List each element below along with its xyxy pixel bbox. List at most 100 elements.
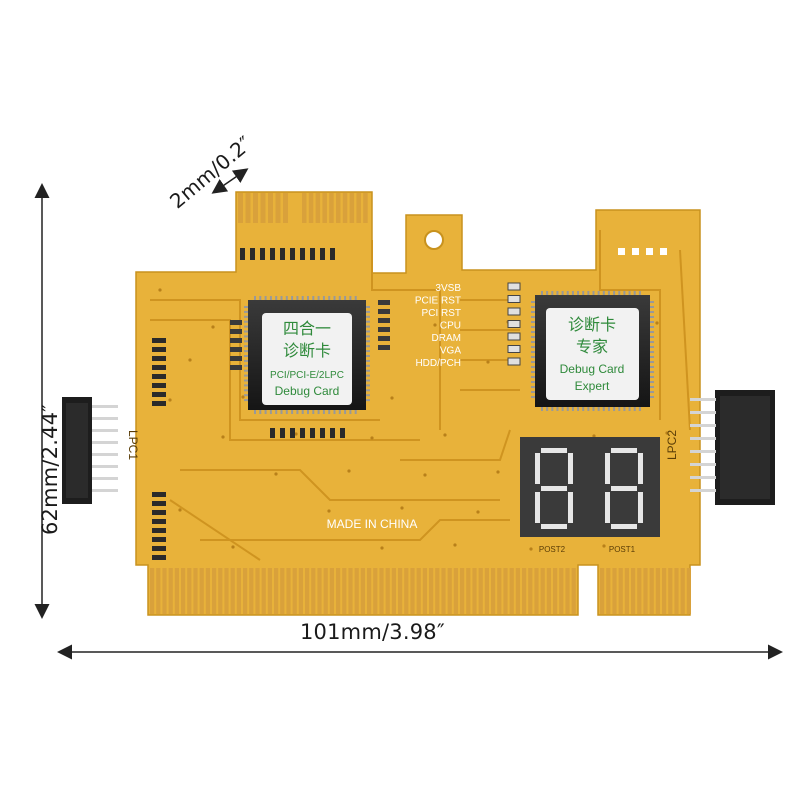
gold-finger: [283, 193, 288, 223]
gold-finger: [515, 568, 520, 614]
chip-2-line-4: Expert: [575, 379, 610, 393]
chip-pin: [366, 340, 370, 343]
gold-finger: [410, 568, 415, 614]
via: [390, 396, 394, 400]
gold-finger: [447, 568, 452, 614]
status-led: [507, 357, 521, 366]
resistor: [280, 248, 285, 260]
pad: [618, 248, 625, 255]
chip-pin: [244, 374, 248, 377]
status-led: [507, 320, 521, 328]
seven-seg-segment: [638, 453, 643, 484]
chip-pin: [366, 369, 370, 372]
gold-finger: [484, 568, 489, 614]
chip-pin: [366, 325, 370, 328]
chip-pin: [650, 391, 654, 393]
debug-chip-1: 四合一 诊断卡 PCI/PCI-E/2LPC Debug Card: [244, 296, 370, 414]
gold-finger: [618, 568, 623, 614]
gold-finger: [342, 193, 348, 223]
chip-pin: [366, 310, 370, 313]
gold-finger: [280, 568, 285, 614]
chip-pin: [366, 374, 370, 377]
capacitor: [378, 309, 390, 314]
header-pin: [690, 411, 716, 414]
resistor: [152, 528, 166, 533]
header-pin: [92, 429, 118, 432]
chip-pin: [366, 320, 370, 323]
status-label: PCIE RST: [415, 296, 461, 307]
chip-pin: [546, 291, 549, 295]
chip-pin: [531, 311, 535, 313]
via: [476, 510, 480, 514]
chip-pin: [366, 350, 370, 353]
resistor: [152, 338, 166, 343]
chip-pin: [650, 356, 654, 358]
gold-finger: [298, 568, 303, 614]
post-display-2: [520, 437, 590, 537]
chip-pin: [244, 359, 248, 362]
gold-finger: [509, 568, 514, 614]
chip-pin: [531, 376, 535, 378]
gold-finger: [565, 568, 570, 614]
chip-pin: [650, 366, 654, 368]
resistor: [300, 428, 305, 438]
resistor: [240, 248, 245, 260]
header-pin: [92, 441, 118, 444]
resistor: [152, 356, 166, 361]
gold-finger: [187, 568, 192, 614]
gold-finger: [356, 193, 361, 223]
chip-pin: [366, 315, 370, 318]
chip-pin: [285, 410, 288, 414]
chip-pin: [366, 345, 370, 348]
resistor: [152, 374, 166, 379]
chip-pin: [561, 407, 564, 411]
chip-pin: [650, 386, 654, 388]
via: [453, 543, 457, 547]
chip-pin: [551, 407, 554, 411]
chip-pin: [531, 326, 535, 328]
chip-2-line-2: 专家: [576, 337, 608, 356]
resistor: [152, 392, 166, 397]
pcie-gold-fingers: [238, 193, 368, 223]
via: [347, 469, 351, 473]
chip-pin: [650, 361, 654, 363]
pitch-dimension-line: [211, 168, 249, 194]
chip-pin: [650, 371, 654, 373]
chip-pin: [366, 389, 370, 392]
chip-pin: [602, 291, 605, 295]
seven-seg-segment: [568, 453, 573, 484]
gold-finger: [559, 568, 564, 614]
chip-pin: [582, 407, 585, 411]
height-dimension-label: 62mm/2.44″: [38, 403, 62, 535]
header-pin: [92, 465, 118, 468]
lpc2-connector: [690, 390, 775, 505]
capacitor: [230, 320, 242, 325]
chip-pin: [531, 336, 535, 338]
gold-finger: [491, 568, 496, 614]
status-led: [507, 345, 521, 353]
header-pin: [92, 417, 118, 420]
chip-pin: [344, 410, 347, 414]
chip-pin: [623, 407, 626, 411]
resistor: [280, 428, 285, 438]
chip-pin: [592, 407, 595, 411]
gold-finger: [249, 568, 254, 614]
capacitor: [230, 329, 242, 334]
post1-label: POST1: [609, 545, 636, 554]
chip-pin: [531, 396, 535, 398]
gold-finger: [212, 568, 217, 614]
chip-2-label: [546, 308, 639, 400]
chip-pin: [296, 296, 299, 300]
via: [400, 506, 404, 510]
pad: [660, 248, 667, 255]
gold-finger: [150, 568, 155, 614]
gold-finger: [322, 193, 327, 223]
chip-pin: [312, 296, 315, 300]
chip-pin: [531, 341, 535, 343]
chip-pin: [650, 346, 654, 348]
chip-pin: [650, 331, 654, 333]
chip-pin: [366, 359, 370, 362]
via: [529, 547, 533, 551]
pcb-trace: [180, 469, 500, 501]
gold-finger: [305, 568, 310, 614]
